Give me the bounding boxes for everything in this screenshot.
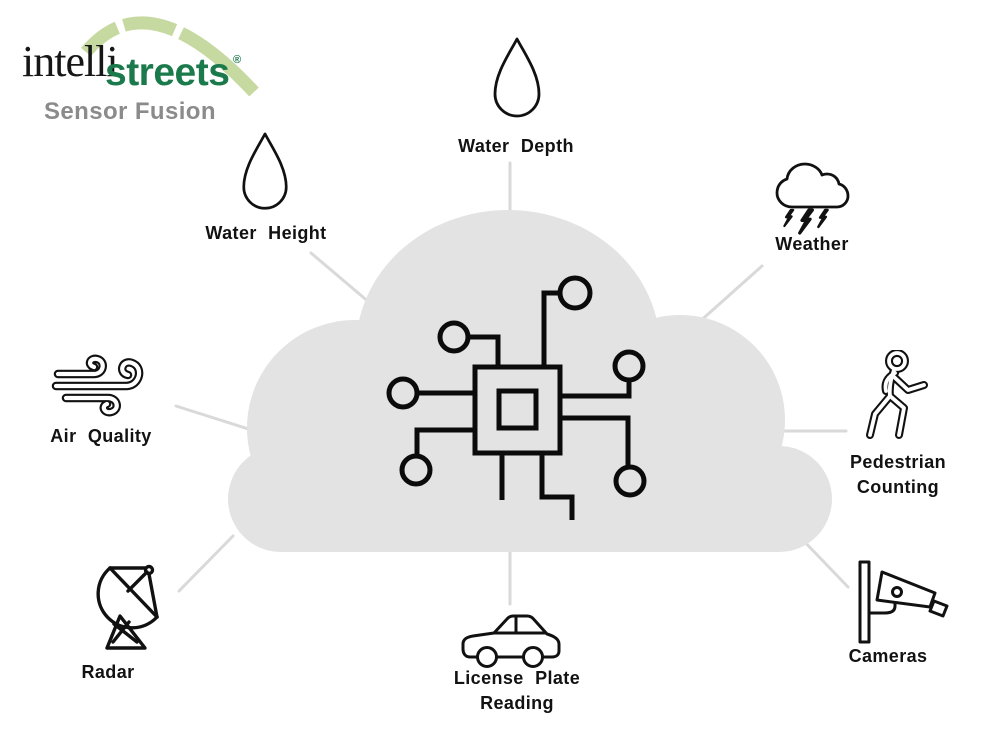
walking-person-icon: [866, 350, 928, 439]
logo-text-intelli: intelli: [22, 37, 119, 86]
sensor-label: Water Depth: [458, 136, 574, 156]
security-camera-icon: [858, 560, 949, 644]
sensor-label: Radar: [81, 662, 135, 682]
car-icon: [461, 614, 561, 668]
page-title: Sensor Fusion: [44, 98, 216, 125]
water-drop-icon: [493, 37, 541, 118]
sensor-label: License Plate Reading: [453, 668, 581, 713]
storm-cloud-icon: [775, 162, 850, 235]
sensor-label: Pedestrian Counting: [849, 452, 947, 497]
registered-trademark-symbol: ®: [233, 54, 242, 66]
logo-text-streets: streets: [105, 51, 230, 94]
connector-weather: [695, 264, 764, 326]
water-drop-icon: [242, 132, 288, 210]
sensor-label: Weather: [775, 234, 849, 254]
chip-network-icon: [386, 275, 647, 520]
sensor-label: Water Height: [205, 223, 327, 243]
sensor-label: Air Quality: [50, 426, 152, 446]
connector-radar: [177, 534, 235, 593]
radar-dish-icon: [96, 564, 159, 650]
connector-air-quality: [174, 404, 260, 434]
sensor-label: Cameras: [848, 646, 928, 666]
wind-icon: [51, 354, 144, 417]
logo-swoosh-arc: [81, 16, 259, 97]
connector-cameras: [797, 534, 850, 589]
